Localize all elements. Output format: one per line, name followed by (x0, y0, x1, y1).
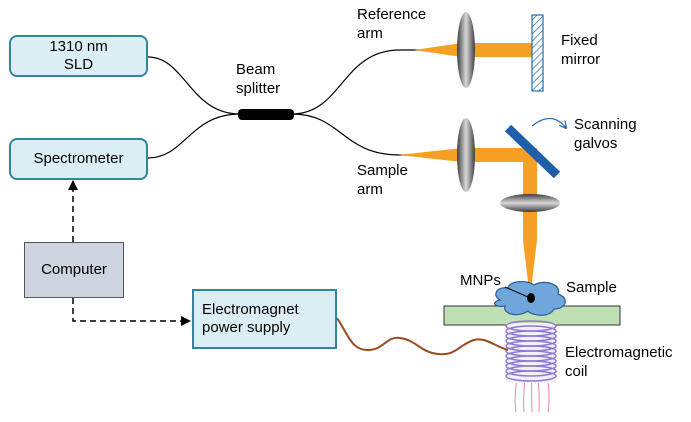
fiber-splitter-to-sample-arm (291, 113, 410, 156)
sample-label: Sample (566, 279, 617, 296)
beam-splitter-icon (238, 109, 294, 120)
galvo-rotation-arrow-icon (531, 117, 566, 128)
sample-arm-label-line2: arm (357, 181, 383, 198)
spectrometer-box: Spectrometer (9, 138, 148, 180)
beam-splitter-label: Beam splitter (236, 60, 280, 98)
reference-arm-beam (414, 43, 532, 57)
fixed-mirror-label: Fixed mirror (561, 31, 600, 69)
beam-splitter-label-line1: Beam (236, 61, 276, 78)
power-supply-line1: Electromagnet (202, 301, 299, 318)
power-supply-line2: power supply (202, 319, 291, 336)
control-connections (68, 180, 191, 326)
fiber-sld-to-splitter (147, 56, 241, 115)
fixed-mirror-label-line1: Fixed (561, 32, 598, 49)
reference-arm-label-line2: arm (357, 25, 383, 42)
electromagnetic-coil-label-line2: coil (565, 363, 588, 380)
reference-arm-label: Reference arm (357, 5, 426, 43)
mnps-label: MNPs (460, 272, 501, 289)
fiber-splitter-to-reference-arm (291, 49, 420, 115)
computer-label: Computer (41, 261, 107, 278)
spectrometer-label: Spectrometer (33, 150, 124, 167)
electromagnetic-coil-label: Electromagnetic coil (565, 343, 673, 381)
sld-source-box: 1310 nm SLD (9, 35, 148, 77)
computer-to-power-supply-arrow (72, 298, 191, 326)
electromagnetic-coil-label-line1: Electromagnetic (565, 344, 673, 361)
scanning-galvos-label-line2: galvos (574, 135, 618, 152)
electromagnetic-coil-icon (505, 320, 557, 383)
sample-arm-beam (398, 148, 537, 290)
objective-lens-icon (500, 194, 560, 212)
reference-lens-icon (457, 12, 475, 88)
reference-arm-label-line1: Reference (357, 6, 427, 23)
sample-arm-label: Sample arm (357, 161, 408, 199)
computer-box: Computer (24, 242, 124, 298)
sld-label: SLD (63, 56, 94, 73)
power-supply-wire (336, 317, 509, 356)
electromagnet-power-supply-box: Electromagnet power supply (192, 289, 337, 349)
fiber-spectrometer-to-splitter (147, 113, 241, 159)
galvo-mirror-icon (504, 124, 561, 179)
scanning-galvos-label: Scanning galvos (574, 115, 637, 153)
mnp-particle-icon (527, 293, 535, 303)
beam-splitter-label-line2: splitter (236, 80, 281, 97)
fixed-mirror-label-line2: mirror (561, 51, 601, 68)
sld-wavelength-label: 1310 nm (49, 38, 108, 55)
mnp-pointer (504, 286, 529, 298)
optical-fibers (147, 49, 420, 159)
sample-arm-label-line1: Sample (357, 162, 408, 179)
scanning-galvos-label-line1: Scanning (574, 116, 637, 133)
sample-lens-icon (457, 118, 475, 192)
fixed-mirror-icon (531, 14, 544, 92)
